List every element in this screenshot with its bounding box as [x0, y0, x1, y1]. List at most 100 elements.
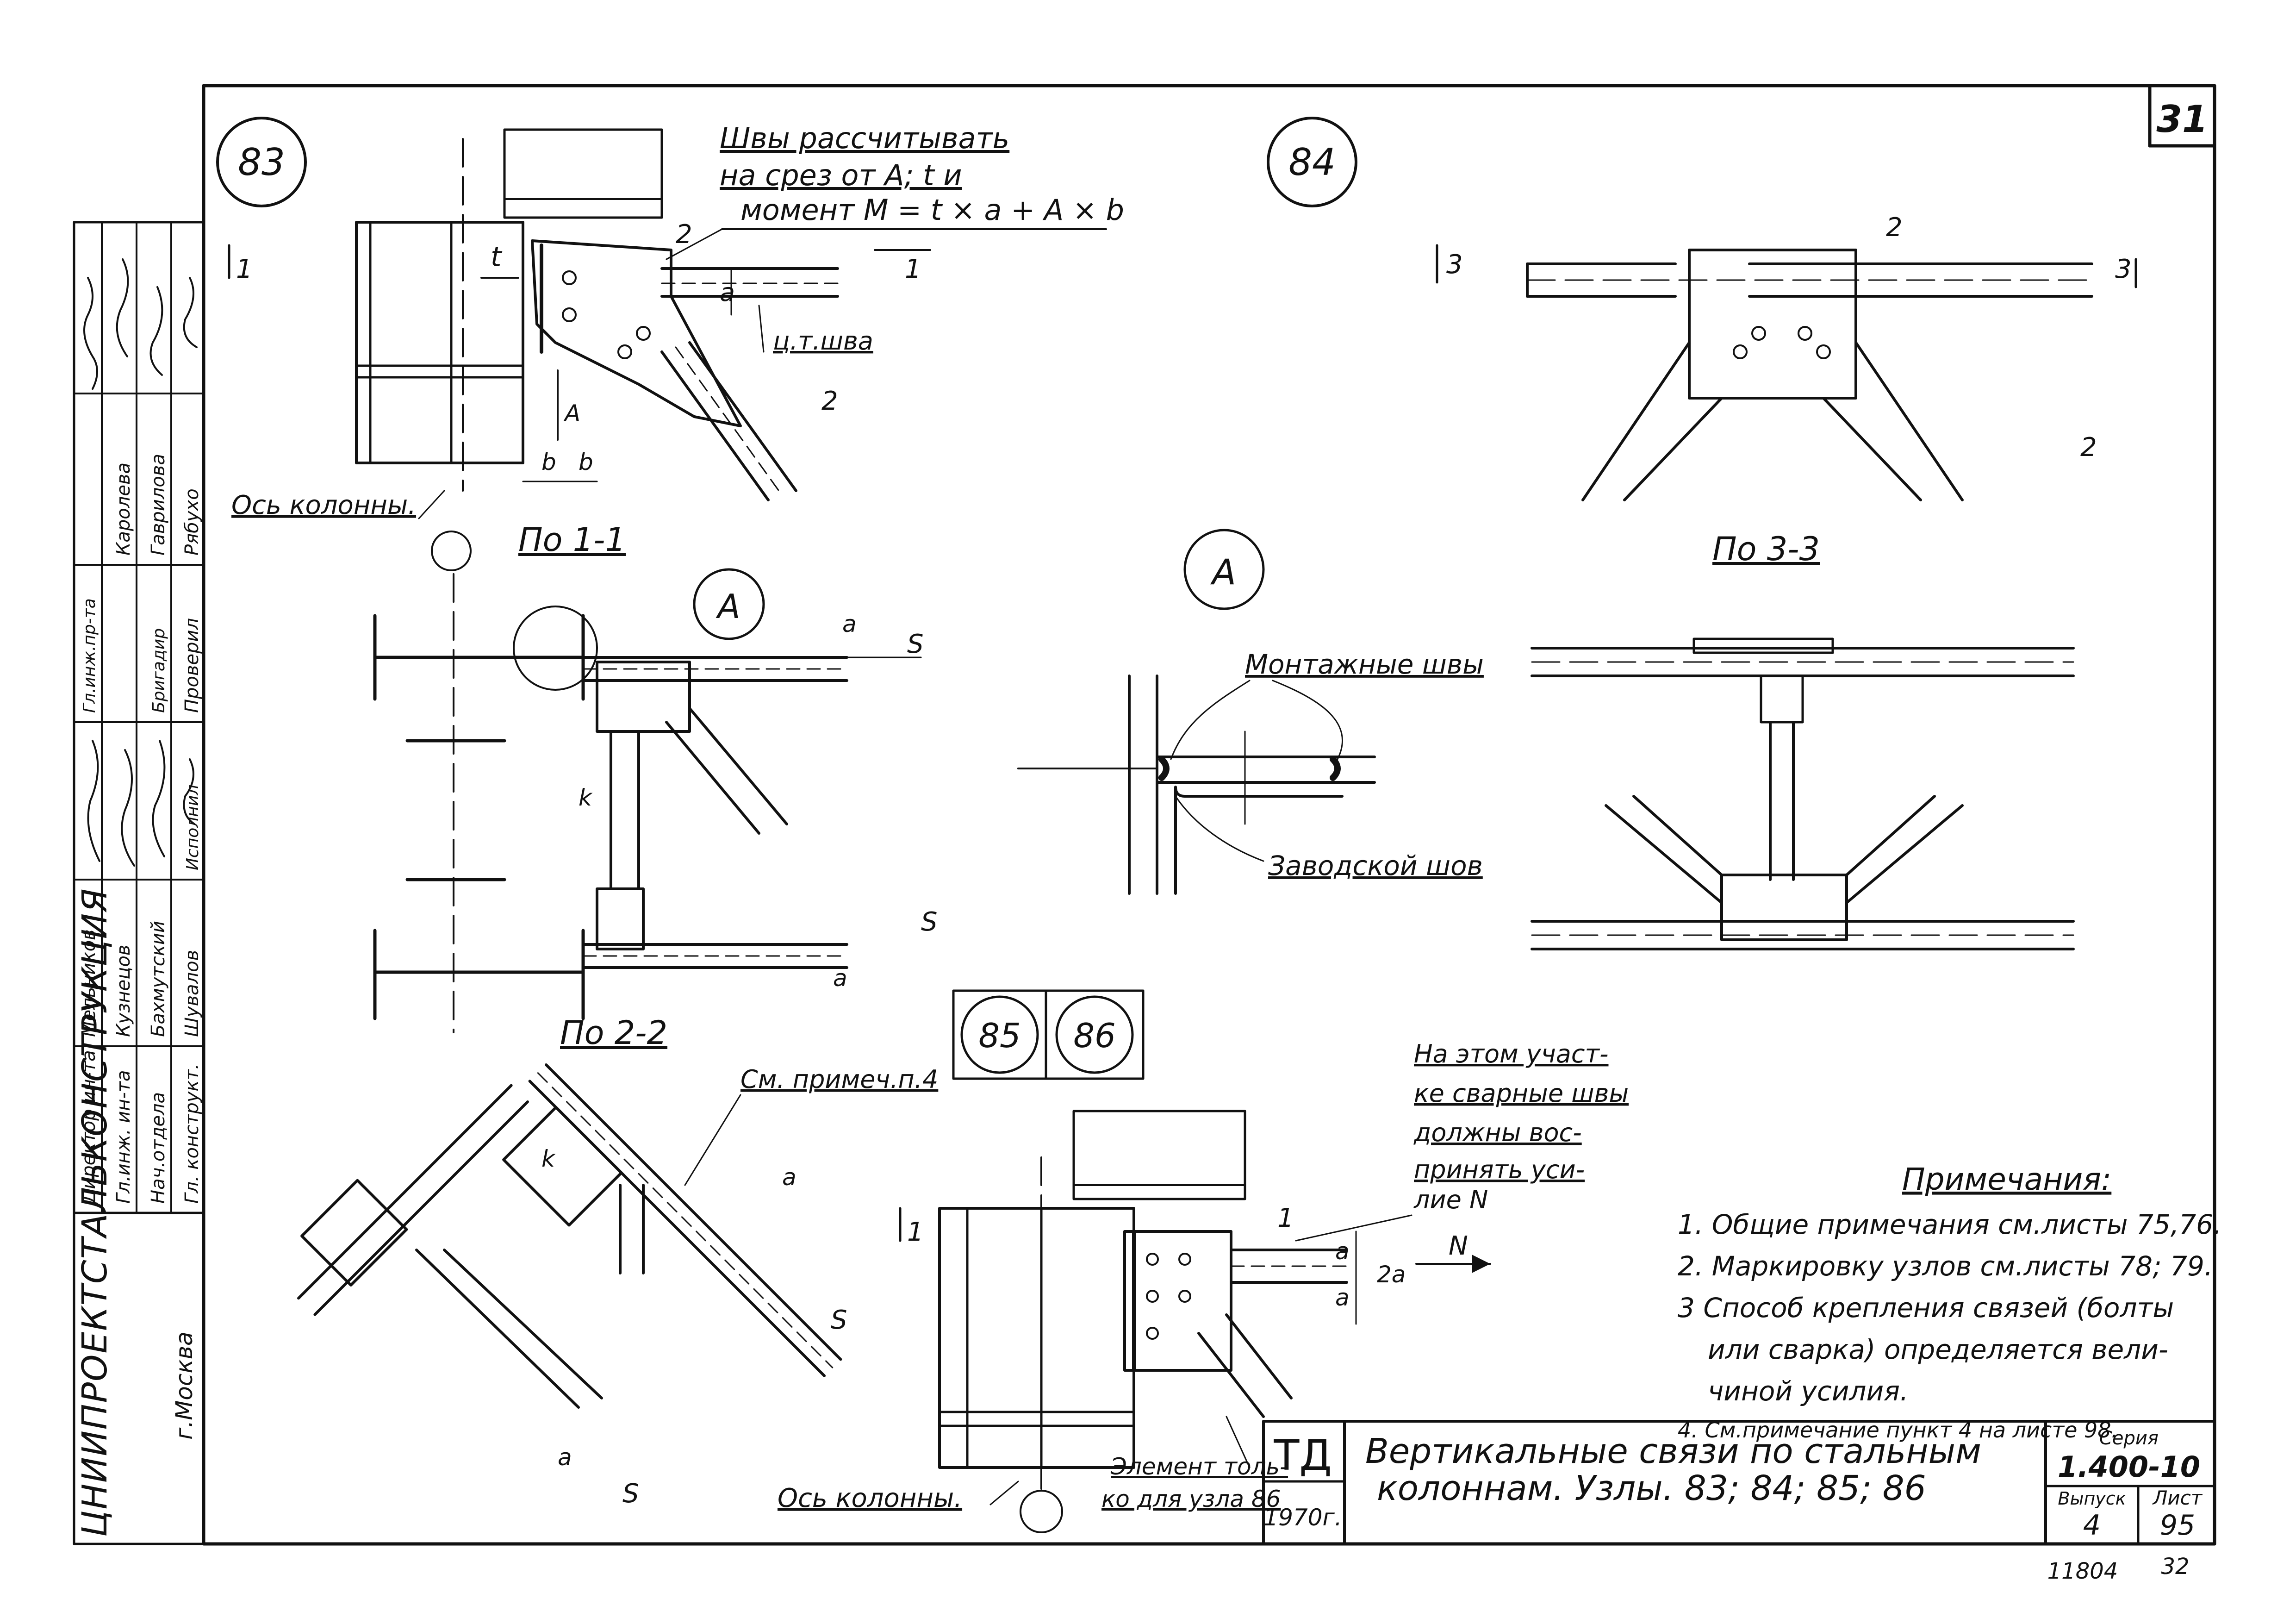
section-3-right: 3: [2115, 254, 2132, 284]
dim-a-86b: a: [1335, 1284, 1350, 1311]
note-1: 1. Общие примечания см.листы 75,76.: [1678, 1209, 2222, 1240]
note-2: 2. Маркировку узлов см.листы 78; 79.: [1678, 1250, 2213, 1282]
dim-a-1-1: a: [842, 611, 857, 637]
series-label: Серия: [2099, 1428, 2159, 1449]
detail-a-marker: [693, 568, 765, 640]
node-84-number: 84: [1288, 141, 1336, 184]
dim-b1-83: b: [541, 449, 556, 475]
stamp-name-chief-engineer: Кузнецов: [113, 945, 134, 1037]
segment-note-3: должны вос-: [1413, 1118, 1582, 1147]
dim-a-86a: a: [1335, 1238, 1350, 1265]
segment-note-1: На этом участ-: [1414, 1039, 1608, 1068]
stamp-role-chief-engineer: Гл.инж. ин-та: [113, 1070, 134, 1204]
dim-k-85: k: [541, 1145, 556, 1172]
dim-t-83: t: [491, 241, 503, 273]
issue-label: Выпуск: [2058, 1488, 2126, 1509]
stamp-name-foreman: Гаврилова: [148, 454, 169, 556]
section-2-83b: 2: [821, 386, 838, 416]
column-axis-label-86: Ось колонны.: [778, 1483, 962, 1513]
notes-title: Примечания:: [1902, 1162, 2111, 1197]
title-block: ТД 1970г. Вертикальные связи по стальным…: [1262, 1420, 2216, 1545]
stamp-role-foreman: Бригадир: [149, 628, 168, 713]
column-axis-label-83: Ось колонны.: [231, 490, 416, 520]
detail-a-callout-circle: [513, 606, 598, 691]
mount-welds-label: Монтажные швы: [1245, 649, 1484, 680]
dim-b2-83: b: [579, 449, 593, 475]
stamp-role-dept-head: Нач.отдела: [148, 1092, 169, 1204]
node-83-number: 83: [238, 141, 285, 184]
sheet-label: Лист: [2152, 1487, 2203, 1509]
detail-a-title-marker: [1183, 529, 1265, 610]
node-85-number: 85: [978, 1016, 1021, 1055]
signatures: [83, 258, 198, 867]
view-1-1-title: По 1-1: [518, 521, 626, 559]
footer-number-right: 32: [2161, 1554, 2189, 1580]
segment-note-4: принять уси-: [1414, 1155, 1585, 1184]
stamp-name-director: Мельников: [78, 929, 100, 1037]
node-85-marker: [960, 995, 1039, 1074]
factory-weld-label: Заводской шов: [1268, 850, 1483, 881]
welds-note-line1: Швы рассчитывать: [720, 121, 1009, 155]
force-A-83: А: [563, 400, 580, 427]
segment-note-5: лие N: [1413, 1185, 1488, 1214]
footer-number-left: 11804: [2047, 1558, 2118, 1584]
detail-a: А Монтажные швы Заводской шов: [1017, 529, 1484, 895]
stamp-name-chief-designer: Шувалов: [181, 950, 203, 1037]
note-3: 3 Способ крепления связей (болты: [1678, 1292, 2174, 1324]
series-value: 1.400-10: [2058, 1450, 2200, 1484]
node-83-marker: [216, 117, 307, 207]
stamp-name-dept-head: Бахмутский: [148, 921, 169, 1037]
section-2-83a: 2: [676, 219, 692, 250]
element-note-2: ко для узла 86: [1101, 1486, 1281, 1512]
dim-a-85a: a: [782, 1164, 796, 1191]
issue-value: 4: [2083, 1509, 2101, 1542]
section-2-84b: 2: [2080, 432, 2097, 462]
force-S-85a: S: [831, 1305, 847, 1335]
node-85-86-markers: 85 86: [952, 989, 1145, 1080]
segment-note-2: ке сварные швы: [1414, 1079, 1629, 1108]
force-N: N: [1449, 1231, 1468, 1261]
weld-center-label: ц.т.шва: [773, 326, 873, 356]
detail-a-title: А: [1210, 551, 1236, 593]
element-note-1: Элемент толь-: [1110, 1453, 1288, 1480]
node-83: 83 t a А b b: [216, 117, 1124, 571]
approval-stamp: Директор ин-та Мельников Гл.инж. ин-та К…: [73, 221, 205, 1537]
stamp-role-director: Директор ин-та: [78, 1050, 100, 1205]
stamp-role-project-engineer: Гл.инж.пр-та: [80, 598, 99, 713]
node-85-view: См. примеч.п.4 S S a a k: [297, 1063, 938, 1509]
detail-a-label: А: [716, 587, 740, 626]
dim-k-1-1: k: [579, 784, 593, 811]
page-number: 31: [2156, 98, 2208, 141]
doc-title-line2: колоннам. Узлы. 83; 84; 85; 86: [1377, 1468, 1926, 1508]
org-name: ЦНИИПРОЕКТСТАЛЬКОНСТРУКЦИЯ: [75, 888, 115, 1537]
see-note-label: См. примеч.п.4: [740, 1065, 938, 1094]
welds-note-line2: на срез от А; t и: [720, 158, 962, 192]
section-1-left: 1: [236, 254, 253, 284]
doc-code: ТД: [1273, 1431, 1332, 1480]
dim-a-83: a: [720, 278, 735, 307]
notes: Примечания: 1. Общие примечания см.листы…: [1678, 1162, 2222, 1443]
note-3-cont2: чиной усилия.: [1708, 1375, 1909, 1407]
doc-title-line1: Вертикальные связи по стальным: [1365, 1431, 1981, 1471]
section-1-right: 1: [905, 254, 921, 284]
section-2-84a: 2: [1886, 212, 1903, 243]
note-3-cont1: или сварка) определяется вели-: [1708, 1334, 2168, 1365]
node-86-number: 86: [1073, 1016, 1116, 1055]
sheet-frame: 31: [73, 84, 2216, 1546]
force-S-2: S: [921, 907, 938, 937]
view-3-3-title: По 3-3: [1712, 530, 1820, 568]
node-84-marker: [1267, 117, 1357, 207]
dim-2a-86: 2a: [1377, 1261, 1406, 1288]
stamp-name-checked: Рябухо: [181, 488, 203, 556]
welds-note-line3: момент М = t × a + А × b: [740, 193, 1124, 227]
dim-a-85b: a: [558, 1444, 572, 1471]
force-S-85b: S: [622, 1479, 639, 1509]
section-3-left: 3: [1446, 250, 1463, 280]
section-1-86b: 1: [1277, 1203, 1294, 1233]
dim-a-2-2: a: [833, 965, 847, 992]
doc-year: 1970г.: [1263, 1504, 1342, 1531]
section-1-86a: 1: [907, 1217, 924, 1247]
stamp-role-checked: Проверил: [181, 618, 203, 713]
org-city: г.Москва: [171, 1331, 198, 1440]
